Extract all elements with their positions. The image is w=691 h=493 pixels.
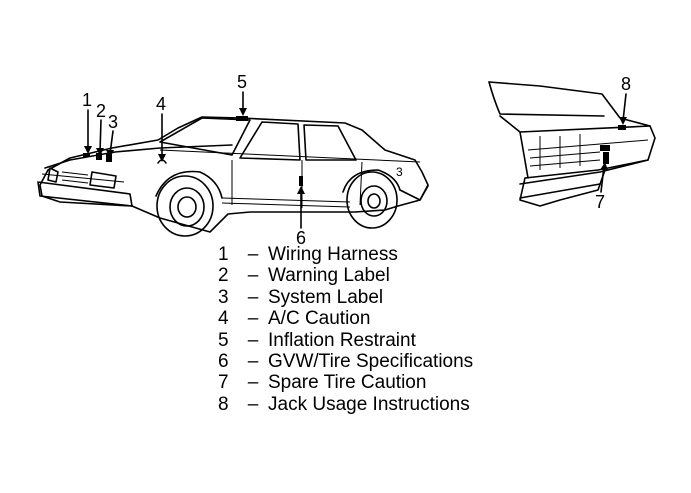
legend-label: GVW/Tire Specifications <box>268 350 474 372</box>
legend-dash: – <box>247 329 259 351</box>
legend-number: 8 <box>218 393 229 415</box>
rear-car-illustration <box>488 81 656 207</box>
legend-label: Wiring Harness <box>268 244 398 265</box>
callouts: 1 2 3 4 5 6 7 8 <box>82 72 631 248</box>
legend-item: 2 – Warning Label <box>218 265 473 286</box>
legend-label: Jack Usage Instructions <box>268 393 470 415</box>
legend-number: 4 <box>218 308 229 330</box>
legend-dash: – <box>247 286 259 308</box>
legend-number: 1 <box>218 244 229 265</box>
legend-item: 7 – Spare Tire Caution <box>218 372 473 393</box>
callout-3: 3 <box>108 112 118 132</box>
legend: 1 – Wiring Harness 2 – Warning Label 3 –… <box>218 244 473 415</box>
callout-8: 8 <box>621 74 631 94</box>
legend-label: Spare Tire Caution <box>268 372 427 394</box>
callout-1: 1 <box>82 90 92 110</box>
legend-dash: – <box>247 372 259 394</box>
legend-dash: – <box>247 308 259 330</box>
callout-6: 6 <box>296 228 306 248</box>
legend-item: 6 – GVW/Tire Specifications <box>218 351 473 372</box>
legend-dash: – <box>247 350 259 372</box>
front-car-illustration <box>37 116 429 237</box>
legend-number: 5 <box>218 329 229 351</box>
legend-item: 3 – System Label <box>218 287 473 308</box>
legend-item: 8 – Jack Usage Instructions <box>218 394 473 415</box>
legend-item: 4 – A/C Caution <box>218 308 473 329</box>
legend-dash: – <box>247 393 259 415</box>
legend-dash: – <box>247 265 259 287</box>
callout-4: 4 <box>156 94 166 114</box>
legend-label: Warning Label <box>268 265 390 287</box>
legend-number: 2 <box>218 265 229 287</box>
callout-5: 5 <box>237 72 247 92</box>
legend-item: 5 – Inflation Restraint <box>218 330 473 351</box>
legend-number: 7 <box>218 372 229 394</box>
callout-2: 2 <box>96 101 106 121</box>
body-trim-mark: 3 <box>396 165 403 179</box>
legend-item: 1 – Wiring Harness <box>218 244 473 265</box>
legend-number: 6 <box>218 350 229 372</box>
legend-label: Inflation Restraint <box>268 329 416 351</box>
legend-label: A/C Caution <box>268 308 371 330</box>
legend-label: System Label <box>268 286 384 308</box>
legend-number: 3 <box>218 286 229 308</box>
callout-7: 7 <box>595 192 605 212</box>
legend-dash: – <box>247 244 259 265</box>
